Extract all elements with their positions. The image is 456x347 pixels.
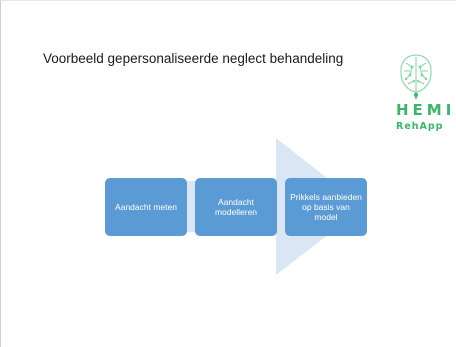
step-box-3: Prikkels aanbieden op basis van model xyxy=(285,178,367,236)
logo-subtitle: RehApp xyxy=(396,121,444,132)
step-box-2: Aandacht modelleren xyxy=(195,178,277,236)
step-label-2: Aandacht modelleren xyxy=(214,197,258,217)
slide-title: Voorbeeld gepersonaliseerde neglect beha… xyxy=(43,51,344,66)
hemi-rehapp-logo: HEMI RehApp xyxy=(396,51,456,141)
step-label-3: Prikkels aanbieden op basis van model xyxy=(290,192,362,222)
step-label-1: Aandacht meten xyxy=(115,202,177,212)
step-box-1: Aandacht meten xyxy=(105,178,187,236)
logo-name: HEMI xyxy=(396,101,456,119)
brain-circuit-icon xyxy=(400,54,432,99)
